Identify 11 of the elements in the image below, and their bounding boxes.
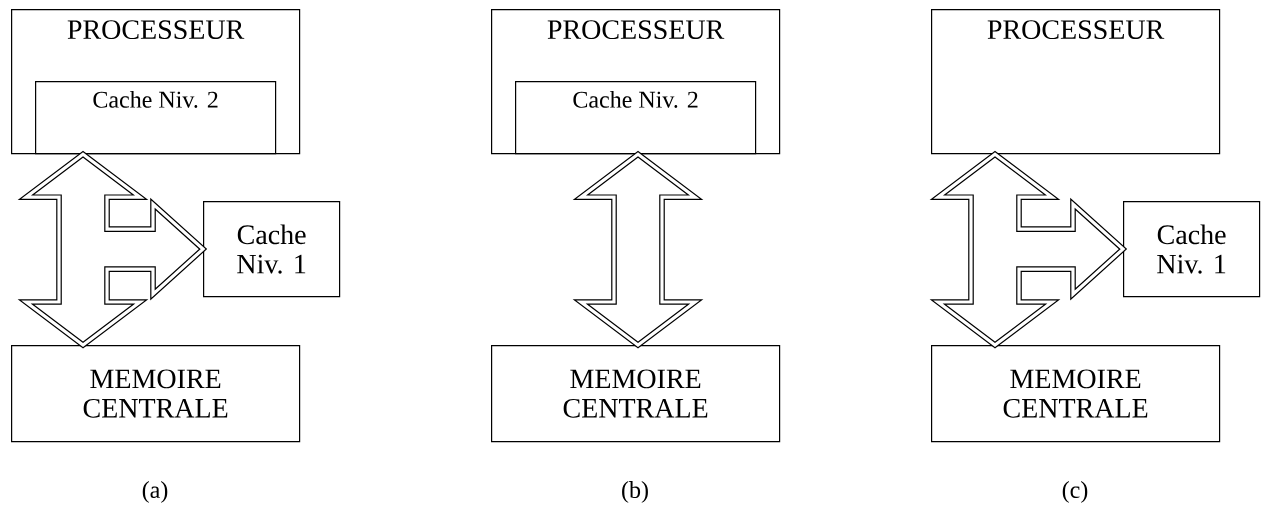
memory-box: MEMOIRE CENTRALE bbox=[491, 345, 781, 443]
memory-box: MEMOIRE CENTRALE bbox=[11, 345, 301, 443]
cache-box: Cache Niv. 2 bbox=[35, 81, 277, 155]
panel-label: (b) bbox=[622, 481, 648, 503]
panel-label: (c) bbox=[1062, 481, 1088, 503]
cache-box: Cache Niv. 1 bbox=[1123, 201, 1261, 298]
cache-box: Cache Niv. 1 bbox=[203, 201, 341, 298]
processor-box: PROCESSEUR bbox=[931, 9, 1221, 155]
cache-box: Cache Niv. 2 bbox=[515, 81, 757, 155]
memory-box: MEMOIRE CENTRALE bbox=[931, 345, 1221, 443]
panel-label: (a) bbox=[142, 481, 168, 503]
